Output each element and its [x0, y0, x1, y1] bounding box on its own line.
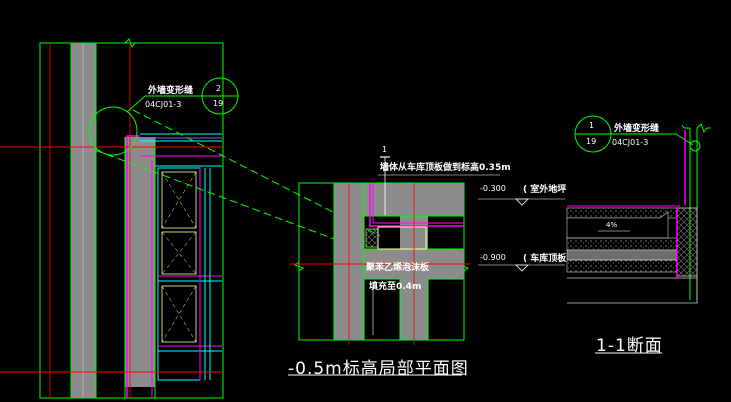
right-slope-label: 4% [606, 221, 618, 229]
middle-plan-detail [288, 156, 500, 376]
left-callout-title: 外墙变形缝 [148, 86, 194, 96]
left-elevation-detail [0, 38, 381, 399]
middle-note-top: 墙体从车库顶板做到标高0.35m [380, 163, 511, 173]
right-callout-ref: 04CJ01-3 [612, 138, 649, 147]
middle-index-mark: 1 [382, 145, 388, 154]
right-elev-1-value: -0.300 [480, 184, 506, 193]
right-bubble-num: 1 [589, 121, 595, 130]
right-section-detail [478, 115, 711, 354]
middle-title: -0.5m标高局部平面图 [288, 359, 469, 379]
right-elev-2-value: -0.900 [480, 253, 506, 262]
middle-note-fill-2: 填充至0.4m [369, 282, 422, 292]
left-callout-ref: 04CJ01-3 [145, 100, 182, 109]
right-elev-1-label: ( 室外地坪 [523, 185, 567, 195]
right-elev-2-label: ( 车库顶板 [523, 254, 567, 264]
middle-note-fill-1: 聚苯乙烯泡沫板 [366, 263, 430, 273]
left-bubble-num: 2 [216, 84, 222, 93]
right-bubble-sheet: 19 [586, 137, 597, 146]
left-bubble-sheet: 19 [213, 99, 224, 108]
right-callout-title: 外墙变形缝 [614, 124, 660, 134]
right-title: 1-1断面 [596, 336, 663, 356]
